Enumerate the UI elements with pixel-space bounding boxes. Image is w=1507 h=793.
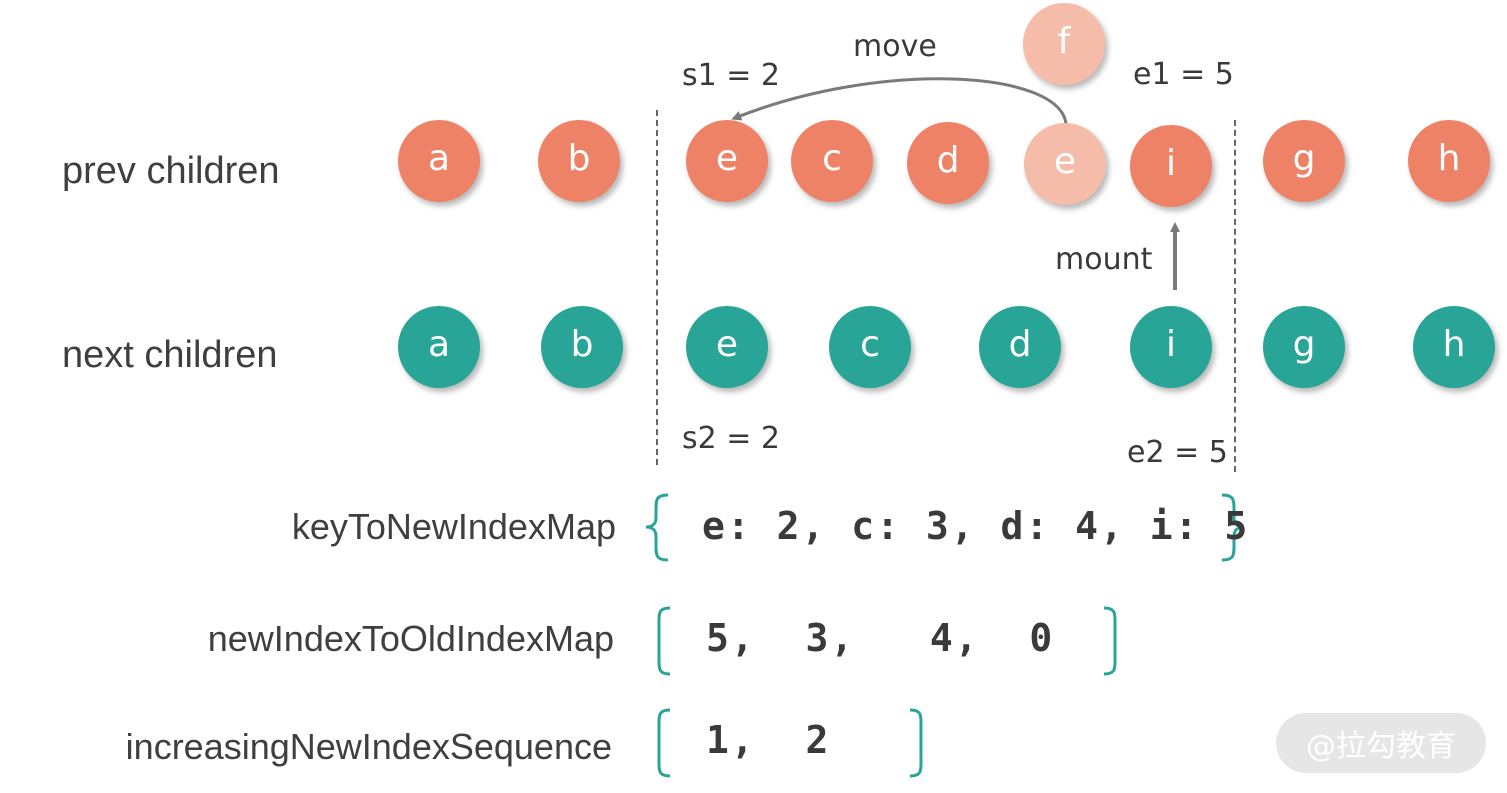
next-node-label: g: [1292, 324, 1316, 365]
prev-node-b: b: [538, 120, 620, 202]
e2-label: e2 = 5: [1127, 435, 1228, 470]
move-arrow: [731, 77, 1068, 125]
increasing-new-index-sequence-label: increasingNewIndexSequence: [125, 726, 612, 767]
next-node-label: d: [1008, 324, 1032, 365]
s1-label: s1 = 2: [682, 58, 781, 93]
next-node-label: c: [860, 324, 880, 365]
next-node-h: h: [1413, 306, 1495, 388]
start-boundary-line: [656, 110, 658, 465]
increasing-new-index-sequence-value: 1, 2: [706, 718, 831, 762]
left-bracket-old-index: [657, 606, 671, 676]
next-node-c: c: [829, 306, 911, 388]
end-boundary-line: [1234, 120, 1236, 472]
prev-node-label: a: [427, 138, 451, 179]
prev-node-label: g: [1292, 138, 1316, 179]
key-to-new-index-map-label: keyToNewIndexMap: [291, 506, 616, 547]
prev-node-c: c: [791, 120, 873, 202]
prev-node-label: c: [822, 138, 842, 179]
new-index-to-old-index-map-value: 5, 3, 4, 0: [706, 616, 1055, 660]
prev-children-label: prev children: [62, 150, 280, 192]
next-node-label: b: [570, 324, 594, 365]
next-node-g: g: [1263, 306, 1345, 388]
prev-node-label: i: [1165, 143, 1176, 184]
floating-node-label: f: [1057, 21, 1071, 62]
left-curly-brace: [645, 493, 669, 562]
prev-node-e-moved: e: [1024, 123, 1106, 205]
next-node-d: d: [979, 306, 1061, 388]
prev-node-d: d: [907, 122, 989, 204]
key-to-new-index-map-value: e: 2, c: 3, d: 4, i: 5: [702, 504, 1250, 548]
next-children-label: next children: [62, 334, 278, 376]
prev-node-label: e: [715, 138, 739, 179]
next-node-i: i: [1130, 306, 1212, 388]
prev-node-i: i: [1130, 125, 1212, 207]
floating-node-f: f: [1023, 3, 1105, 85]
next-node-label: h: [1442, 324, 1466, 365]
left-bracket-sequence: [657, 708, 671, 778]
next-node-e: e: [686, 306, 768, 388]
next-node-a: a: [398, 306, 480, 388]
prev-node-label: h: [1437, 138, 1461, 179]
prev-node-label: e: [1053, 141, 1077, 182]
next-node-label: e: [715, 324, 739, 365]
watermark-badge: @拉勾教育: [1276, 713, 1486, 773]
next-node-b: b: [541, 306, 623, 388]
next-node-label: a: [427, 324, 451, 365]
right-bracket-sequence: [909, 708, 923, 778]
mount-label: mount: [1055, 242, 1153, 277]
prev-node-g: g: [1263, 120, 1345, 202]
right-curly-brace: [1221, 493, 1245, 562]
prev-node-h: h: [1408, 120, 1490, 202]
next-node-label: i: [1165, 324, 1176, 365]
right-bracket-old-index: [1103, 606, 1117, 676]
prev-node-label: b: [567, 138, 591, 179]
e1-label: e1 = 5: [1133, 57, 1234, 92]
prev-node-label: d: [936, 140, 960, 181]
prev-node-e: e: [686, 120, 768, 202]
prev-node-a: a: [398, 120, 480, 202]
move-label: move: [853, 29, 937, 64]
s2-label: s2 = 2: [682, 421, 781, 456]
new-index-to-old-index-map-label: newIndexToOldIndexMap: [207, 618, 614, 659]
